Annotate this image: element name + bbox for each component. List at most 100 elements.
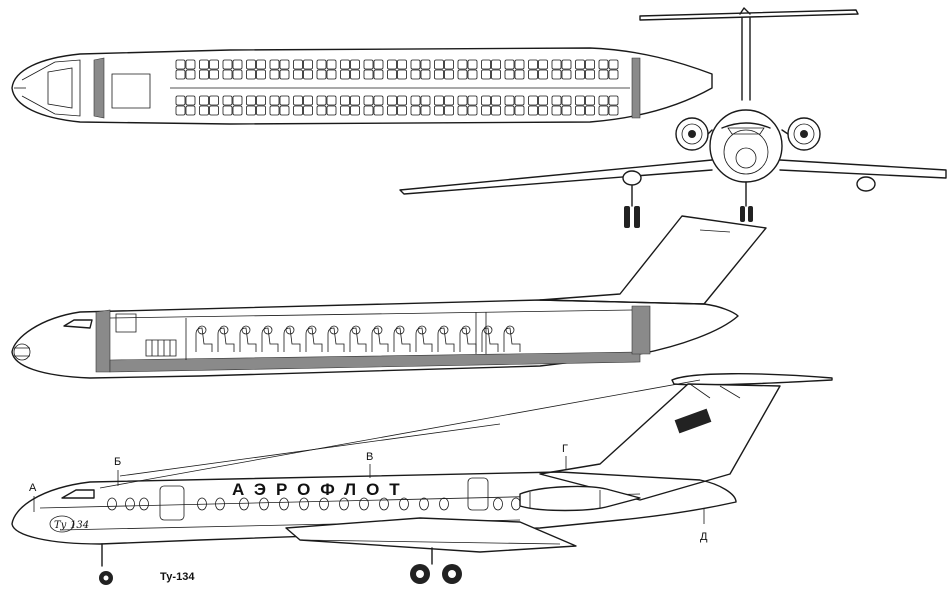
passenger-head: [483, 325, 493, 335]
seat: [457, 59, 468, 70]
passenger-head: [351, 325, 361, 335]
seat: [481, 69, 491, 80]
cabin-window: [299, 497, 309, 511]
seat: [504, 59, 515, 70]
passenger-head: [395, 325, 405, 335]
seat: [340, 105, 350, 116]
seat: [185, 69, 196, 80]
seat: [175, 69, 186, 80]
seat: [246, 95, 256, 106]
passenger-head: [329, 325, 339, 335]
seat: [481, 105, 491, 116]
seat: [209, 105, 219, 116]
seat: [514, 95, 525, 106]
seat: [514, 105, 525, 116]
seat: [232, 69, 243, 80]
seat: [256, 69, 266, 80]
seat: [420, 105, 431, 116]
cabin-window: [511, 497, 521, 511]
seat-rows-lower: [175, 95, 619, 116]
seat: [175, 95, 186, 106]
seat: [575, 69, 585, 80]
seat: [222, 59, 233, 70]
seat: [326, 105, 337, 116]
seat: [491, 59, 501, 70]
seat: [491, 69, 501, 80]
seat: [246, 69, 256, 80]
livery-text: АЭРОФЛОТ: [232, 480, 410, 499]
passenger-head: [439, 325, 449, 335]
seat: [340, 69, 350, 80]
passenger-head: [263, 325, 273, 335]
seat: [410, 95, 421, 106]
seat: [420, 69, 431, 80]
cabin-window: [107, 497, 117, 511]
cabin-window: [279, 497, 289, 511]
top-cabin-plan-view: [11, 47, 713, 125]
front-view: [399, 7, 947, 228]
seat: [467, 95, 478, 106]
seat: [491, 105, 501, 116]
seat: [246, 59, 256, 70]
seat: [514, 69, 525, 80]
passenger-head: [417, 325, 427, 335]
seat: [363, 105, 374, 116]
seat: [561, 105, 572, 116]
seat: [222, 105, 233, 116]
seat: [340, 95, 350, 106]
section-label-b: Б: [114, 456, 121, 468]
seat: [467, 105, 478, 116]
seat: [293, 95, 303, 106]
seat: [561, 59, 572, 70]
passenger-head: [241, 325, 251, 335]
seat: [373, 105, 384, 116]
seat: [410, 59, 421, 70]
seat: [199, 69, 209, 80]
seat: [293, 59, 303, 70]
seat: [269, 95, 280, 106]
seat: [528, 105, 538, 116]
section-label-v: В: [366, 451, 373, 463]
seat: [481, 59, 491, 70]
seat: [397, 95, 407, 106]
seat: [608, 95, 619, 106]
seat: [326, 59, 337, 70]
cabin-window: [197, 497, 207, 511]
seat: [397, 69, 407, 80]
seat: [467, 69, 478, 80]
nose-logo-text: Ту: [54, 520, 67, 531]
seat: [316, 59, 327, 70]
seat: [575, 105, 585, 116]
seat: [279, 105, 290, 116]
seat: [185, 59, 196, 70]
seat: [373, 95, 384, 106]
seat: [585, 105, 595, 116]
seat: [514, 59, 525, 70]
seat: [232, 59, 243, 70]
seat: [256, 95, 266, 106]
side-exterior-view: [11, 373, 833, 585]
seat: [316, 95, 327, 106]
seat: [434, 105, 444, 116]
seat: [444, 95, 454, 106]
cabin-window: [493, 497, 503, 511]
seat: [269, 105, 280, 116]
seat: [575, 95, 585, 106]
cabin-window: [339, 497, 349, 511]
cabin-window: [379, 497, 389, 511]
seat: [199, 95, 209, 106]
seat: [551, 95, 562, 106]
seat: [481, 95, 491, 106]
seat: [410, 69, 421, 80]
seat: [387, 59, 397, 70]
seat: [340, 59, 350, 70]
passenger-head: [505, 325, 515, 335]
seat: [538, 59, 548, 70]
seat: [350, 69, 360, 80]
seat: [420, 95, 431, 106]
seat: [326, 95, 337, 106]
cabin-window: [319, 497, 329, 511]
seat: [551, 59, 562, 70]
seat: [185, 105, 196, 116]
